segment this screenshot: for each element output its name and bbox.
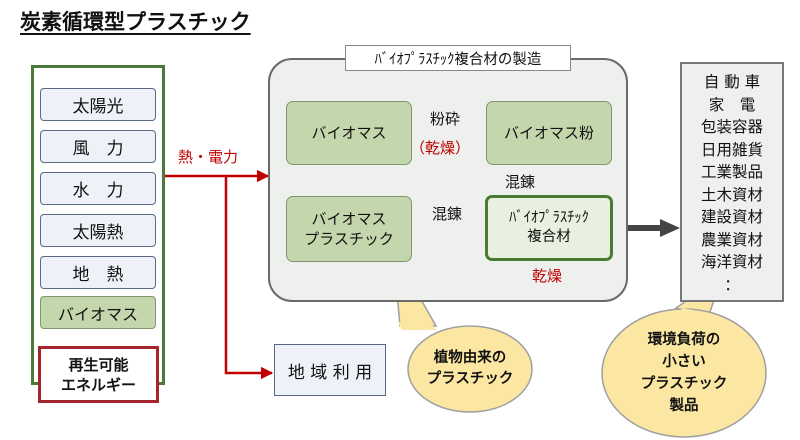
knead-label-vertical: 混錬 xyxy=(505,173,536,191)
bioplastic-box: バイオマス プラスチック xyxy=(286,196,412,262)
dry-paren-label: （乾燥） xyxy=(410,139,471,157)
biomass-powder-box: バイオマス粉 xyxy=(486,101,612,165)
product-item: 農業資材 xyxy=(700,230,763,249)
source-hydro: 水 力 xyxy=(40,172,156,205)
source-solar: 太陽光 xyxy=(40,88,156,121)
renewable-energy-label: 再生可能 エネルギー xyxy=(38,346,159,403)
product-item: 日用雑貨 xyxy=(700,140,763,159)
heat-arrow-to-local xyxy=(224,176,274,380)
product-item: 包装容器 xyxy=(700,118,763,136)
callout-low-impact-line1: 環境負荷の xyxy=(647,332,721,348)
local-use-box: 地 域 利 用 xyxy=(274,344,386,396)
product-item: ： xyxy=(724,275,740,294)
callout-low-impact-line4: 製品 xyxy=(669,398,699,414)
callout-plant-text: 植物由来の プラスチック xyxy=(412,344,528,394)
renewable-energy-label-line2: エネルギー xyxy=(60,375,136,394)
callout-plant-line1: 植物由来の xyxy=(433,350,507,366)
product-item: 工業製品 xyxy=(700,163,763,181)
product-item: 建設資材 xyxy=(700,208,763,226)
source-solar-heat: 太陽熱 xyxy=(40,214,156,247)
process-panel xyxy=(268,58,628,302)
composite-line1: ﾊﾞｲｵﾌﾟﾗｽﾁｯｸ xyxy=(509,210,589,226)
products-panel: 自 動 車 家 電 包装容器 日用雑貨 工業製品 土木資材 建設資材 農業資材 … xyxy=(680,62,784,302)
product-item: 家 電 xyxy=(708,95,756,114)
biomass-box: バイオマス xyxy=(286,101,412,165)
product-item: 海洋資材 xyxy=(700,253,763,271)
product-item: 自 動 車 xyxy=(703,73,761,91)
source-biomass: バイオマス xyxy=(40,296,156,329)
crush-label: 粉砕 xyxy=(430,110,461,128)
callout-low-impact-line3: プラスチック xyxy=(640,376,728,392)
process-title: ﾊﾞｲｵﾌﾟﾗｽﾁｯｸ複合材の製造 xyxy=(345,45,571,71)
bioplastic-line2: プラスチック xyxy=(304,230,394,248)
bioplastic-line1: バイオマス xyxy=(311,210,387,228)
dry-label: 乾燥 xyxy=(532,267,563,285)
renewable-energy-label-line1: 再生可能 xyxy=(68,355,129,374)
composite-box: ﾊﾞｲｵﾌﾟﾗｽﾁｯｸ 複合材 xyxy=(485,195,613,261)
callout-plant-line2: プラスチック xyxy=(426,371,514,387)
output-arrow-head xyxy=(660,219,680,237)
composite-line2: 複合材 xyxy=(527,229,571,245)
page-title: 炭素循環型プラスチック xyxy=(20,10,251,34)
source-wind: 風 力 xyxy=(40,130,156,163)
source-geothermal: 地 熱 xyxy=(40,256,156,289)
product-item: 土木資材 xyxy=(700,185,763,204)
callout-low-impact-line2: 小さい xyxy=(662,354,706,370)
knead-label-horizontal: 混錬 xyxy=(432,205,463,223)
callout-plant-ellipse xyxy=(407,325,533,413)
heat-power-label: 熱・電力 xyxy=(178,148,239,166)
callout-low-impact-text: 環境負荷の 小さい プラスチック 製品 xyxy=(612,326,756,420)
